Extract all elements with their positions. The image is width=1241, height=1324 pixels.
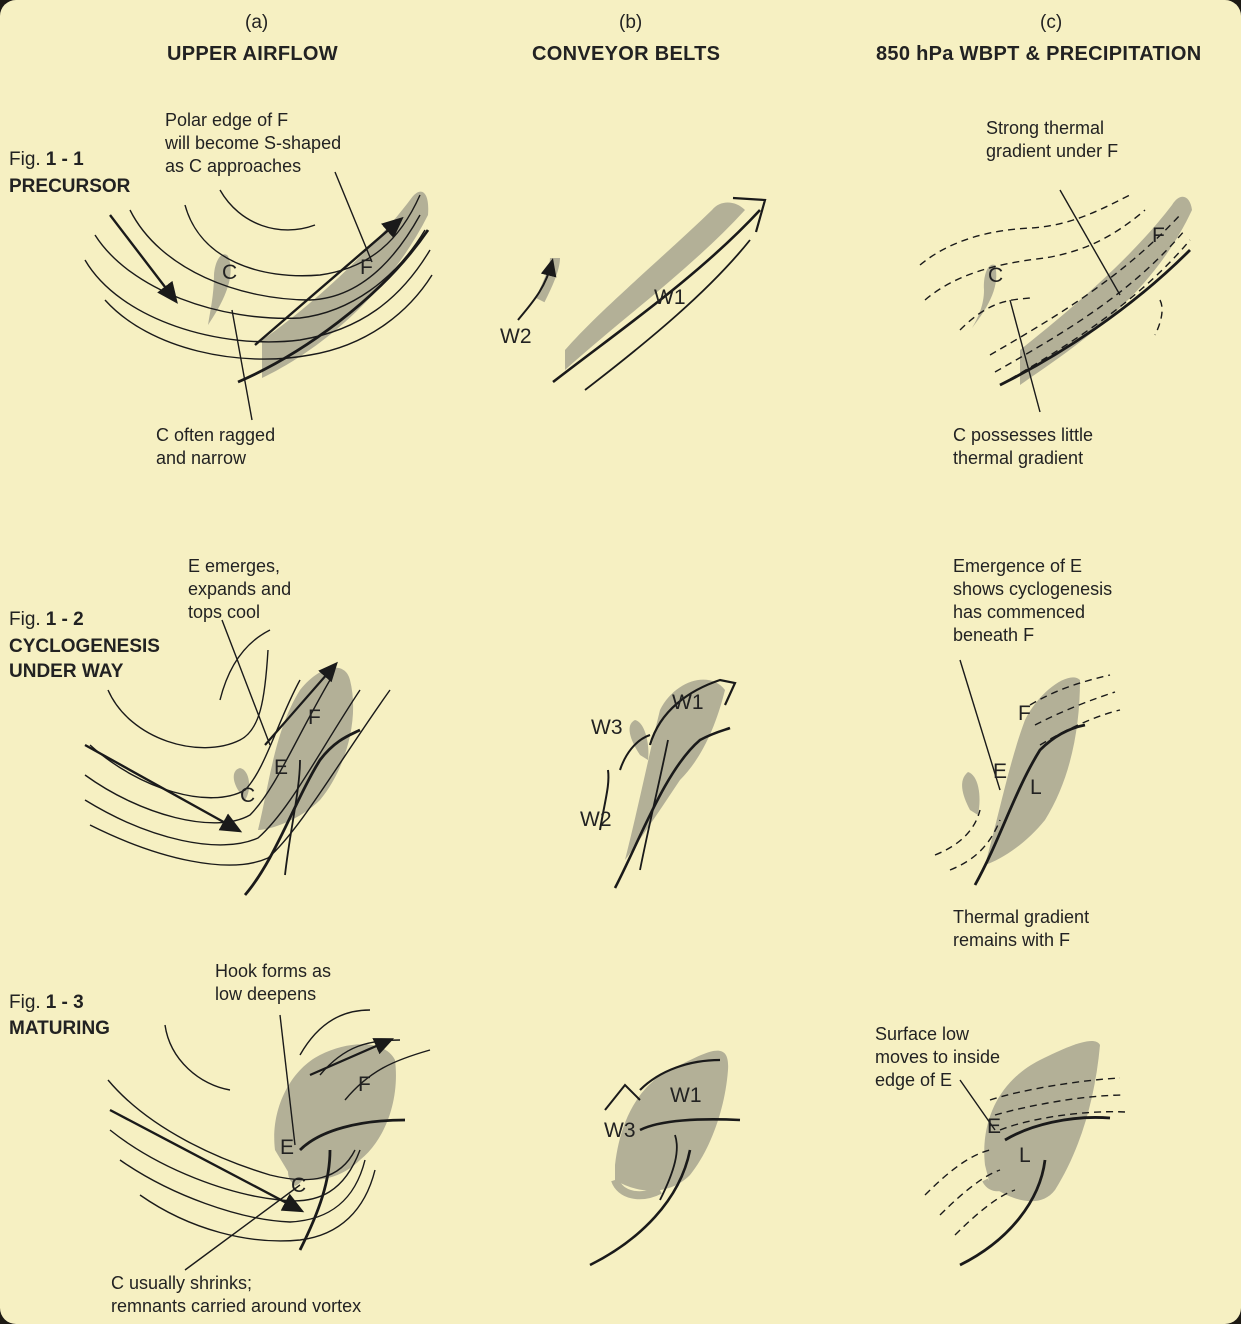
label-c: C [222, 261, 237, 284]
fig-number: 1 - 3 [46, 992, 84, 1013]
column-a-title: UPPER AIRFLOW [167, 43, 338, 66]
label-l: L [1019, 1144, 1031, 1167]
stage-precursor: PRECURSOR [9, 174, 130, 199]
label-l: L [1030, 776, 1042, 799]
label-w3: W3 [604, 1119, 636, 1142]
note-cyclogenesis-c-top: Emergence of E shows cyclogenesis has co… [953, 555, 1112, 647]
label-w2: W2 [580, 808, 612, 831]
fig-prefix: Fig. [9, 609, 41, 630]
precursor-upper-airflow-panel [85, 172, 432, 420]
note-precursor-a-bottom: C often ragged and narrow [156, 424, 275, 470]
label-c: C [240, 784, 255, 807]
label-e: E [280, 1136, 294, 1159]
fig-1-3-label: Fig. 1 - 3 [9, 991, 84, 1014]
label-f: F [308, 706, 321, 729]
label-e: E [987, 1115, 1001, 1138]
label-f: F [358, 1073, 371, 1096]
label-c: C [988, 264, 1003, 287]
column-a-letter: (a) [245, 11, 268, 34]
note-maturing-c-top: Surface low moves to inside edge of E [875, 1023, 1000, 1092]
stage-cyclogenesis: CYCLOGENESIS UNDER WAY [9, 634, 160, 684]
jet-arrow-1 [110, 215, 175, 300]
label-c: C [291, 1174, 306, 1197]
cloud-f-shape [262, 192, 428, 378]
maturing-upper-airflow-panel [108, 1010, 430, 1270]
label-f: F [360, 256, 373, 279]
label-f: F [1018, 702, 1031, 725]
column-c-letter: (c) [1040, 11, 1062, 34]
label-w1: W1 [672, 691, 704, 714]
note-maturing-a-top: Hook forms as low deepens [215, 960, 331, 1006]
label-e: E [274, 756, 288, 779]
fig-number: 1 - 1 [46, 149, 84, 170]
note-precursor-c-top: Strong thermal gradient under F [986, 117, 1118, 163]
fig-number: 1 - 2 [46, 609, 84, 630]
cyclogenesis-conveyor-panel [600, 680, 735, 888]
precursor-conveyor-panel [518, 198, 765, 390]
note-precursor-a-top: Polar edge of F will become S-shaped as … [165, 109, 341, 178]
stage-maturing: MATURING [9, 1016, 110, 1041]
note-cyclogenesis-a-top: E emerges, expands and tops cool [188, 555, 291, 624]
fig-1-1-label: Fig. 1 - 1 [9, 148, 84, 171]
column-b-title: CONVEYOR BELTS [532, 43, 720, 66]
label-f: F [1152, 224, 1165, 247]
column-b-letter: (b) [619, 11, 642, 34]
label-w2: W2 [500, 325, 532, 348]
note-cyclogenesis-c-bottom: Thermal gradient remains with F [953, 906, 1089, 952]
cyclogenesis-wbpt-panel [935, 660, 1120, 885]
note-precursor-c-bottom: C possesses little thermal gradient [953, 424, 1093, 470]
note-maturing-a-bottom: C usually shrinks; remnants carried arou… [111, 1272, 361, 1318]
label-w1: W1 [654, 286, 686, 309]
label-w3: W3 [591, 716, 623, 739]
fig-prefix: Fig. [9, 149, 41, 170]
fig-1-2-label: Fig. 1 - 2 [9, 608, 84, 631]
fig-prefix: Fig. [9, 992, 41, 1013]
label-e: E [993, 760, 1007, 783]
label-w1: W1 [670, 1084, 702, 1107]
column-c-title: 850 hPa WBPT & PRECIPITATION [876, 43, 1201, 66]
maturing-conveyor-panel [590, 1051, 740, 1265]
